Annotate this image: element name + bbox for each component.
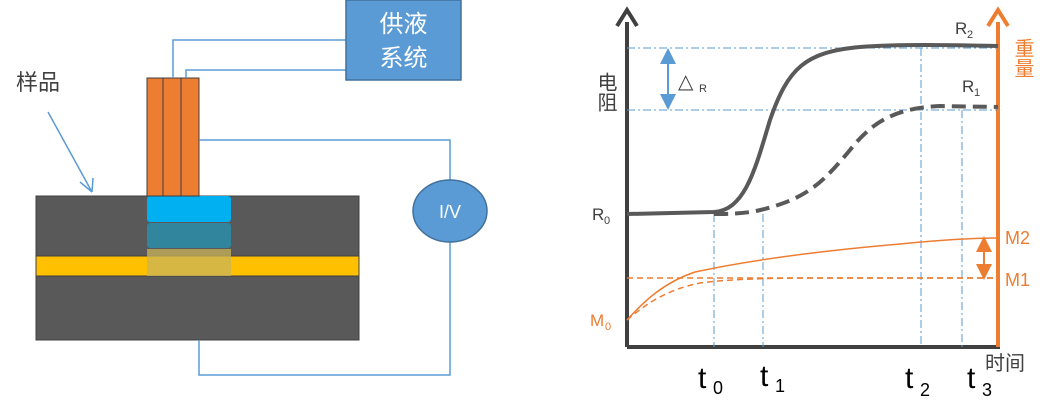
y-axis-right-arrowhead — [986, 6, 1010, 28]
tick-t2: t — [905, 362, 914, 395]
label-m1: M1 — [1005, 270, 1030, 290]
delta-r-sub: R — [699, 83, 707, 95]
label-m0: M — [590, 311, 604, 330]
weight-curve-m2 — [626, 237, 999, 321]
iv-meter-label: I/V — [439, 202, 461, 222]
supply-system-box — [345, 0, 462, 81]
label-m2: M2 — [1005, 228, 1030, 248]
liquid-zone-top — [147, 196, 231, 222]
label-m0-sub: 0 — [605, 321, 611, 333]
label-r2-sub: 2 — [967, 29, 973, 41]
nozzle — [146, 77, 200, 197]
resistance-curve-r1 — [713, 103, 999, 216]
resistance-curve-r2 — [626, 43, 999, 216]
label-r0: R — [592, 205, 604, 224]
meter-wire-bottom — [198, 242, 451, 376]
label-r0-sub: 0 — [604, 215, 610, 227]
meter-wire-top — [199, 139, 451, 180]
liquid-zone-middle — [147, 223, 231, 248]
sample-pointer-arrowhead — [79, 177, 94, 193]
tick-t1: t — [760, 360, 769, 393]
y-axis-left-label: 电阻 — [594, 72, 616, 112]
tick-t0: t — [698, 362, 707, 395]
supply-system-label-2: 系统 — [380, 45, 428, 72]
sample-bottom-layer — [35, 275, 360, 341]
tick-t3-sub: 3 — [982, 380, 992, 400]
tick-t2-sub: 2 — [920, 380, 930, 400]
x-axis-label: 时间 — [985, 352, 1025, 375]
label-r1-sub: 1 — [974, 87, 980, 99]
y-axis-left-arrowhead — [615, 6, 639, 28]
supply-tube-2 — [185, 69, 346, 78]
delta-r-symbol: △ — [678, 71, 694, 93]
tick-t3: t — [967, 362, 976, 395]
sample-pointer-arrow — [47, 111, 93, 193]
graph-panel: 电阻 重量 时间 △ R R 0 R 2 R 1 M 0 — [590, 6, 1034, 400]
tick-t1-sub: 1 — [775, 376, 785, 396]
label-r1: R — [962, 77, 974, 96]
tick-t0-sub: 0 — [713, 378, 723, 398]
supply-tube-1 — [172, 39, 346, 78]
y-axis-right-label: 重量 — [1011, 38, 1034, 78]
iv-meter — [412, 179, 488, 243]
setup-panel: 样品 供液 系统 I/V — [16, 0, 488, 376]
supply-system-label-1: 供液 — [380, 11, 428, 38]
sample-label: 样品 — [16, 70, 60, 95]
weight-curve-m1 — [626, 277, 998, 321]
liquid-zone-conductive — [147, 249, 231, 276]
label-r2: R — [955, 19, 967, 38]
